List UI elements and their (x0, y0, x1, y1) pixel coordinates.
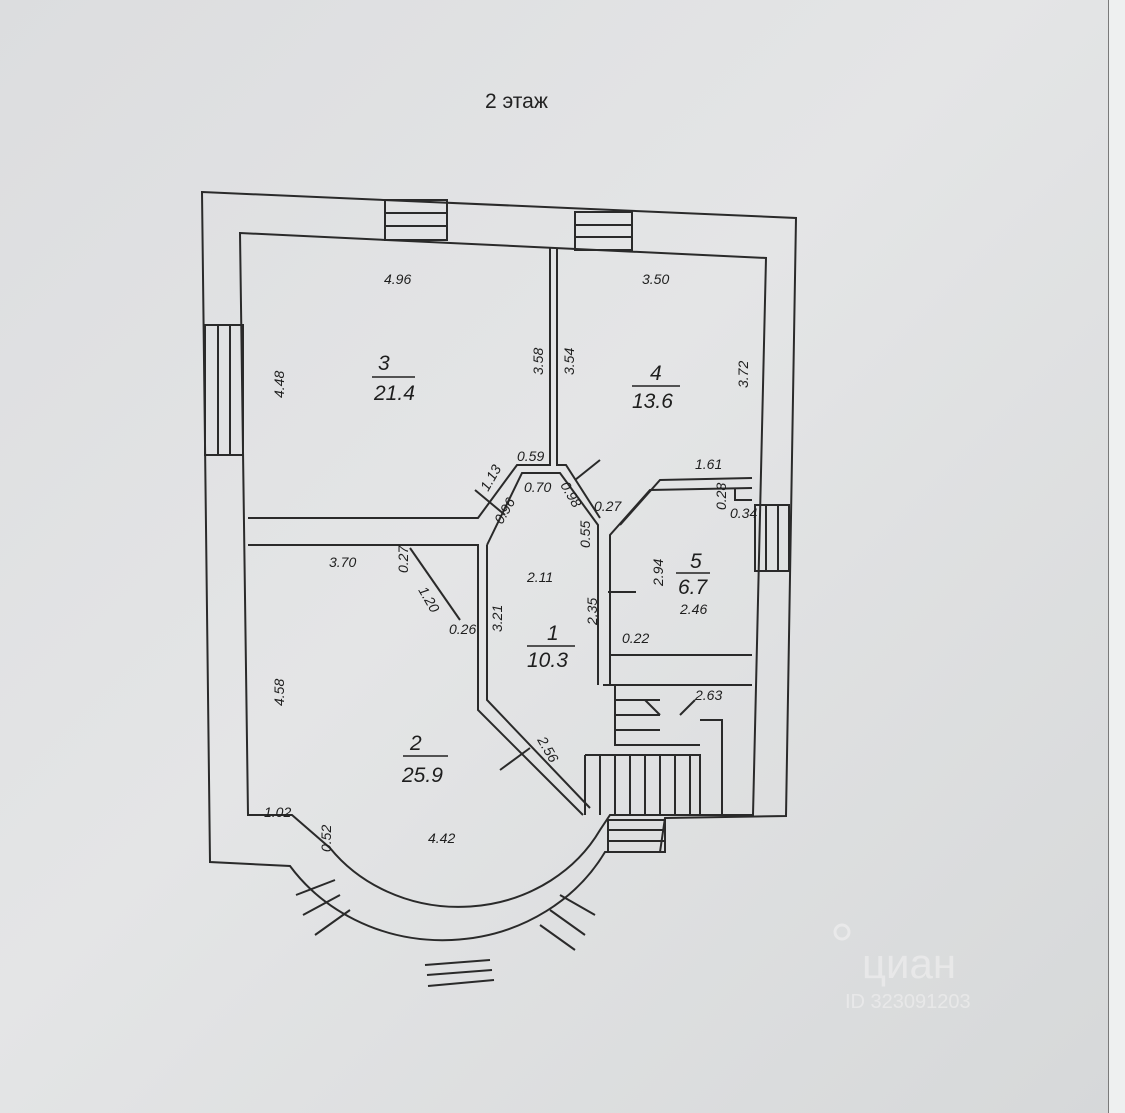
svg-text:циан: циан (862, 940, 956, 987)
bay-windows (295, 879, 596, 987)
svg-text:4.96: 4.96 (384, 271, 411, 287)
svg-text:2.56: 2.56 (534, 733, 562, 766)
room-4-label: 4 13.6 (632, 362, 680, 413)
svg-text:13.6: 13.6 (632, 390, 673, 413)
svg-text:10.3: 10.3 (527, 649, 568, 672)
svg-text:3.54: 3.54 (561, 348, 577, 375)
svg-text:1.61: 1.61 (695, 456, 722, 472)
svg-text:3.50: 3.50 (642, 271, 669, 287)
svg-text:3.72: 3.72 (735, 361, 751, 388)
window-top-right (574, 211, 633, 251)
dimension-ticks (474, 459, 636, 771)
svg-text:3.58: 3.58 (530, 348, 546, 375)
floor-title: 2 этаж (485, 90, 548, 113)
outer-wall (200, 190, 798, 942)
svg-text:0.70: 0.70 (524, 479, 551, 495)
staircase (584, 685, 723, 815)
room-1-label: 1 10.3 (527, 622, 575, 672)
dimension-labels: 4.96 4.48 3.58 3.50 3.54 3.72 0.59 1.13 … (264, 271, 757, 852)
svg-text:4.58: 4.58 (271, 679, 287, 706)
svg-text:0.27: 0.27 (395, 545, 411, 573)
room-3-label: 3 21.4 (372, 352, 415, 405)
window-top-left (384, 199, 448, 241)
svg-text:2.94: 2.94 (650, 559, 666, 587)
room-2-label: 2 25.9 (401, 732, 448, 787)
svg-text:ID 323091203: ID 323091203 (845, 991, 971, 1013)
watermark: циан ID 323091203 (833, 923, 971, 1013)
svg-text:2.11: 2.11 (526, 569, 553, 585)
window-right (754, 504, 790, 572)
interior-walls (248, 248, 753, 816)
svg-text:0.27: 0.27 (594, 498, 622, 514)
svg-text:4.48: 4.48 (271, 371, 287, 398)
svg-text:0.34: 0.34 (730, 505, 757, 521)
svg-text:6.7: 6.7 (678, 576, 709, 599)
svg-text:0.96: 0.96 (491, 495, 519, 527)
svg-text:4.42: 4.42 (428, 830, 455, 846)
svg-text:4: 4 (650, 362, 662, 385)
svg-text:3: 3 (378, 352, 390, 375)
svg-text:3.70: 3.70 (329, 554, 356, 570)
svg-text:25.9: 25.9 (401, 764, 443, 787)
svg-text:2.63: 2.63 (694, 687, 722, 703)
svg-text:2.35: 2.35 (584, 598, 600, 626)
svg-text:21.4: 21.4 (373, 382, 415, 405)
svg-text:0.55: 0.55 (577, 521, 593, 548)
window-left (204, 324, 244, 456)
svg-text:1: 1 (547, 622, 559, 645)
svg-text:0.22: 0.22 (622, 630, 649, 646)
room-5-label: 5 6.7 (676, 550, 710, 599)
svg-text:0.26: 0.26 (449, 621, 476, 637)
svg-text:2: 2 (409, 732, 422, 755)
window-bottom (607, 819, 666, 853)
svg-text:5: 5 (690, 550, 702, 573)
svg-text:0.98: 0.98 (557, 479, 585, 511)
paper-edge (1108, 0, 1125, 1113)
svg-text:0.52: 0.52 (318, 825, 334, 852)
svg-text:3.21: 3.21 (489, 605, 505, 632)
svg-text:0.28: 0.28 (713, 483, 729, 510)
svg-text:0.59: 0.59 (517, 448, 544, 464)
svg-text:2.46: 2.46 (679, 601, 707, 617)
svg-text:1.02: 1.02 (264, 804, 291, 820)
